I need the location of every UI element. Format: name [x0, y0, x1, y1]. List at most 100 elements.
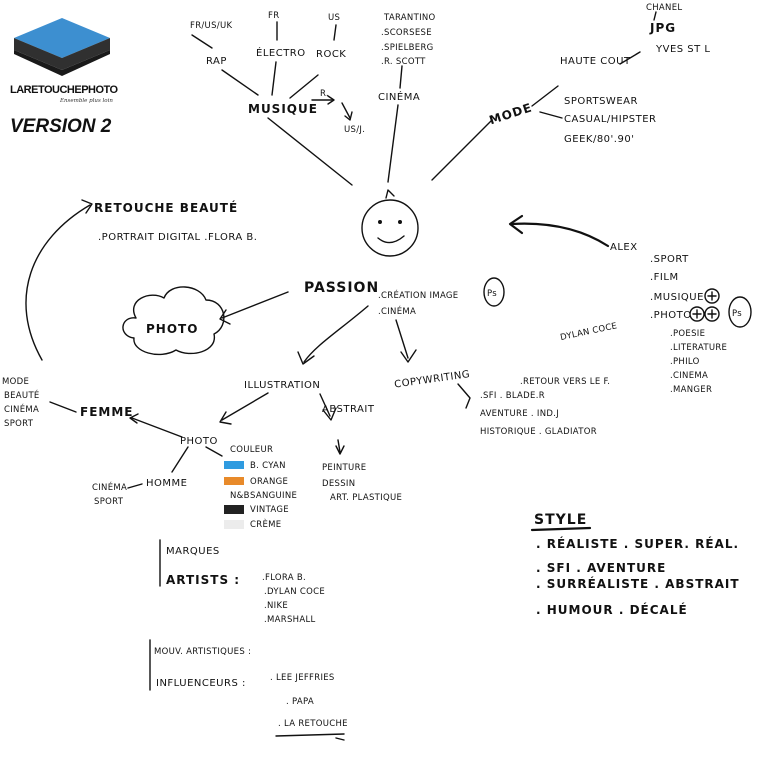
- swatch-label: B. CYAN: [250, 461, 286, 471]
- artists-label: ARTISTS :: [166, 573, 240, 587]
- haute-couture-label: HAUTE COUT: [560, 56, 631, 67]
- cinema-director: TARANTINO: [383, 13, 436, 23]
- swatch-vintage: [224, 505, 244, 514]
- artist-item: .FLORA B.: [262, 573, 306, 583]
- marques-label: MARQUES: [166, 546, 220, 557]
- mode-label: MODE: [488, 100, 534, 127]
- homme-item: SPORT: [94, 497, 124, 507]
- alex-sub-items-list: .POESIE .LITERATURE .PHILO .CINEMA .MANG…: [670, 329, 727, 395]
- abstrait-item: DESSIN: [322, 479, 355, 489]
- copywriting-dylan: DYLAN COCE: [559, 321, 618, 343]
- alex-sub-item: .LITERATURE: [670, 343, 727, 353]
- cinema-label: CINÉMA: [378, 90, 420, 103]
- mode-brand: YVES ST L: [655, 44, 711, 55]
- swatch-label: ORANGE: [250, 477, 288, 487]
- style-line: . SFI . AVENTURE: [536, 561, 666, 575]
- influenceurs-label: INFLUENCEURS :: [156, 678, 246, 689]
- influenceur-item: . LA RETOUCHE: [278, 719, 348, 729]
- smiley-face-icon: [361, 189, 419, 257]
- femme-item: SPORT: [4, 419, 34, 429]
- femme-list: MODE BEAUTÉ CINÉMA SPORT: [2, 377, 39, 429]
- copywriting-line: AVENTURE . IND.J: [480, 409, 559, 419]
- mode-style: CASUAL/HIPSTER: [564, 114, 657, 125]
- mode-brand: JPG: [649, 21, 676, 35]
- passion-title: PASSION: [304, 280, 379, 296]
- mouvements-label: MOUV. ARTISTIQUES :: [154, 647, 251, 657]
- style-block: STYLE . RÉALISTE . SUPER. RÉAL. . SFI . …: [530, 512, 740, 617]
- abstrait-item: PEINTURE: [322, 463, 366, 473]
- rap-label: RAP: [206, 56, 227, 67]
- couleur-label: COULEUR: [230, 445, 273, 455]
- cinema-directors-list: TARANTINO .SCORSESE .SPIELBERG .R. SCOTT: [381, 13, 436, 67]
- brand-name: LARETOUCHEPHOTO: [10, 84, 118, 96]
- photo-subject-label: PHOTO: [180, 436, 218, 447]
- retouche-title: RETOUCHE BEAUTÉ: [94, 200, 238, 215]
- style-line: . RÉALISTE . SUPER. RÉAL.: [536, 536, 739, 551]
- abstrait-list: PEINTURE DESSIN ART. PLASTIQUE: [322, 463, 402, 503]
- photoshop-badge: Ps: [483, 277, 505, 307]
- passion-item: .CRÉATION IMAGE: [378, 289, 458, 301]
- mode-styles-list: SPORTSWEAR CASUAL/HIPSTER GEEK/80'.90': [564, 96, 657, 145]
- artist-item: .NIKE: [264, 601, 288, 611]
- swatch-label: CRÈME: [250, 518, 281, 530]
- brand-logo-icon: [14, 18, 110, 76]
- musique-label: MUSIQUE: [248, 102, 318, 116]
- style-line: . SURRÉALISTE . ABSTRAIT: [536, 576, 740, 591]
- copywriting-line: .SFI . BLADE.R: [480, 391, 545, 401]
- marques-block: MARQUES ARTISTS : .FLORA B. .DYLAN COCE …: [166, 546, 325, 625]
- illustration-label: ILLUSTRATION: [244, 380, 320, 391]
- svg-text:Ps: Ps: [732, 309, 742, 319]
- alex-sub-item: .POESIE: [670, 329, 705, 339]
- svg-text:Ps: Ps: [487, 289, 497, 299]
- femme-label: FEMME: [80, 405, 133, 419]
- nb-label: N&B: [230, 491, 250, 501]
- rap-origin: FR/US/UK: [190, 21, 232, 31]
- cinema-director: .SCORSESE: [381, 28, 432, 38]
- alex-item: .PHOTO: [650, 310, 692, 321]
- alex-sub-item: .MANGER: [670, 385, 712, 395]
- swatch-label: SANGUINE: [250, 491, 297, 501]
- color-swatches: B. CYAN ORANGE SANGUINE VINTAGE CRÈME: [224, 461, 297, 530]
- rock-origin: US: [328, 13, 340, 23]
- swatch-creme: [224, 520, 244, 529]
- homme-label: HOMME: [146, 478, 187, 489]
- alex-plus-icons: [689, 288, 720, 322]
- influenceur-item: . LEE JEFFRIES: [270, 673, 335, 683]
- alex-item: .MUSIQUE: [650, 292, 704, 303]
- mouvements-block: MOUV. ARTISTIQUES : INFLUENCEURS : . LEE…: [154, 647, 348, 729]
- homme-item: CINÉMA: [92, 481, 127, 493]
- cinema-director: .R. SCOTT: [381, 57, 426, 67]
- version-label: VERSION 2: [10, 116, 112, 137]
- influenceur-item: . PAPA: [286, 697, 314, 707]
- rock-label: ROCK: [316, 49, 346, 60]
- alex-item: .FILM: [650, 272, 679, 283]
- brand-block: LARETOUCHEPHOTO Ensemble plus loin VERSI…: [6, 14, 118, 144]
- passion-item: .CINÉMA: [378, 305, 416, 317]
- mode-style: SPORTSWEAR: [564, 96, 638, 107]
- copywriting-line: HISTORIQUE . GLADIATOR: [480, 427, 597, 437]
- femme-item: CINÉMA: [4, 403, 39, 415]
- style-title: STYLE: [534, 512, 587, 528]
- copywriting-line: .RETOUR VERS LE F.: [520, 377, 610, 387]
- alex-items-list: .SPORT .FILM .MUSIQUE .PHOTO: [650, 254, 704, 321]
- musique-us-note: US/J.: [344, 125, 365, 135]
- cinema-director: .SPIELBERG: [381, 43, 434, 53]
- abstrait-label: ABSTRAIT: [322, 404, 375, 415]
- copywriting-lines: .SFI . BLADE.R .RETOUR VERS LE F. AVENTU…: [480, 377, 610, 437]
- alex-item: .SPORT: [650, 254, 689, 265]
- alex-sub-item: .PHILO: [670, 357, 700, 367]
- style-line: . HUMOUR . DÉCALÉ: [536, 602, 688, 617]
- brand-tagline: Ensemble plus loin: [60, 98, 113, 104]
- alex-label: ALEX: [610, 242, 638, 253]
- electro-origin: FR: [268, 11, 279, 21]
- alex-sub-item: .CINEMA: [670, 371, 708, 381]
- musique-r-note: R.: [320, 89, 329, 99]
- swatch-cyan: [224, 461, 244, 469]
- photo-cloud: PHOTO: [122, 286, 225, 356]
- abstrait-item: ART. PLASTIQUE: [330, 493, 402, 503]
- alex-photoshop-badge: Ps: [728, 296, 752, 328]
- connector-lines: [25, 11, 657, 741]
- swatch-orange: [224, 477, 244, 485]
